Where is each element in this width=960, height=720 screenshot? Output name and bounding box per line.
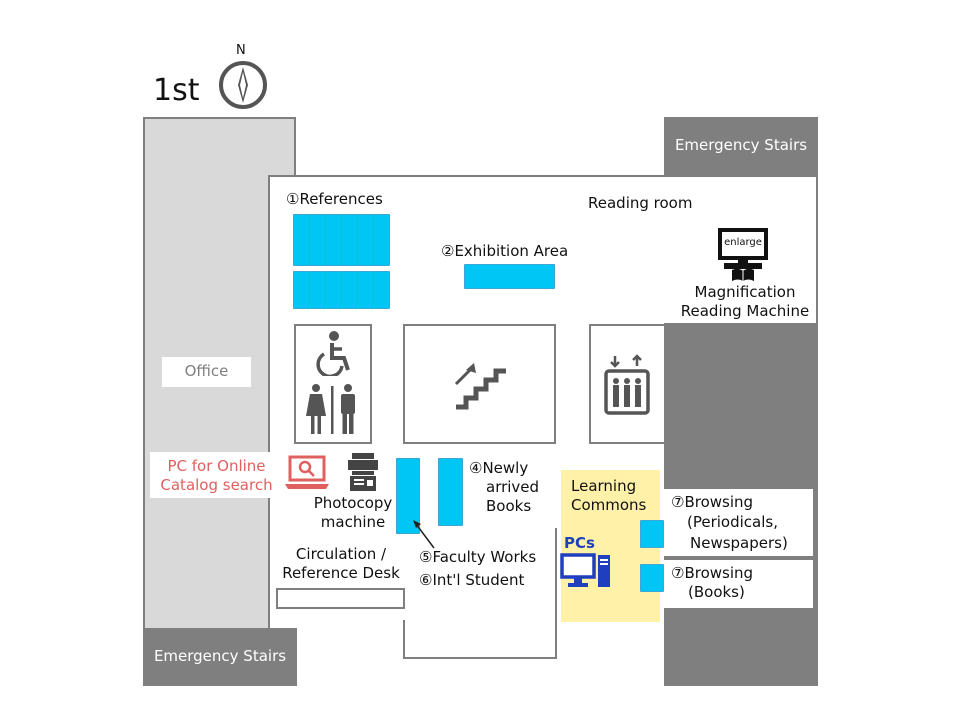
learning-commons-label-line2: Commons <box>571 496 647 514</box>
references-shelf <box>357 271 374 309</box>
browsing-books-line1: ⑦Browsing <box>671 564 754 582</box>
references-label: ①References <box>286 190 383 208</box>
opac-label-bg <box>150 452 283 498</box>
intl-student-label: ⑥Int'l Student <box>419 571 525 589</box>
exhibition-label: ②Exhibition Area <box>441 242 569 260</box>
newly-arrived-shelf <box>438 458 463 526</box>
browsing-periodicals-line3: Newspapers) <box>690 534 788 552</box>
magnifier-screen-label: enlarge <box>724 237 762 248</box>
newly-label-line2: arrived <box>486 478 540 496</box>
learning-commons-divider <box>555 528 557 625</box>
browsing-periodicals-shelf <box>640 520 664 548</box>
emergency-stairs-top-label: Emergency Stairs <box>674 136 808 154</box>
circulation-label-line2: Reference Desk <box>282 564 400 582</box>
references-shelf <box>293 271 310 309</box>
faculty-works-label: ⑤Faculty Works <box>419 548 537 566</box>
opac-label-line1: PC for Online <box>167 457 266 475</box>
laptop-search-icon <box>285 455 329 489</box>
south-annex <box>403 620 557 659</box>
magnifier-reader-icon <box>718 228 768 281</box>
opac-label-line2: Catalog search <box>160 476 273 494</box>
learning-commons-label-line1: Learning <box>571 477 637 495</box>
floor-label: 1st <box>153 73 200 108</box>
office-room <box>162 357 251 387</box>
references-shelf <box>293 214 310 266</box>
magnification-label-line2: Reading Machine <box>680 302 810 320</box>
circulation-desk <box>276 588 405 609</box>
references-shelf <box>309 214 326 266</box>
references-shelf <box>373 271 390 309</box>
exhibition-shelf <box>464 264 555 289</box>
references-shelf <box>309 271 326 309</box>
restroom-icon <box>306 384 355 434</box>
references-shelf <box>341 214 358 266</box>
references-shelf <box>325 214 342 266</box>
emergency-stairs-bottom-label: Emergency Stairs <box>153 647 287 665</box>
newly-label-line1: ④Newly <box>469 459 529 477</box>
faculty-works-shelf <box>396 458 420 534</box>
browsing-periodicals-line1: ⑦Browsing <box>671 493 754 511</box>
references-shelf <box>357 214 374 266</box>
browsing-books-area <box>664 560 813 608</box>
staircase-room <box>403 324 556 444</box>
browsing-books-shelf <box>640 564 664 592</box>
pointer-arrow <box>413 520 435 549</box>
photocopy-label-line2: machine <box>320 513 386 531</box>
elevator-icon <box>604 354 650 415</box>
north-label: N <box>236 43 246 58</box>
references-shelf <box>325 271 342 309</box>
office-label: Office <box>184 362 229 380</box>
circulation-label-line1: Circulation / <box>295 545 387 563</box>
browsing-books-line2: (Books) <box>688 583 745 601</box>
browsing-periodicals-line2: (Periodicals, <box>687 513 778 531</box>
emergency-stairs-bottom <box>143 628 297 686</box>
references-shelf <box>373 214 390 266</box>
reading-room-label: Reading room <box>588 194 693 212</box>
elevator-room <box>589 324 666 444</box>
photocopy-label-line1: Photocopy <box>313 494 393 512</box>
desktop-pc-icon <box>560 553 610 587</box>
newly-label-line3: Books <box>486 497 532 515</box>
photocopier-icon <box>348 453 378 491</box>
references-shelf <box>341 271 358 309</box>
magnification-label-line1: Magnification <box>694 283 796 301</box>
staircase-icon <box>454 363 506 410</box>
compass-icon <box>219 61 267 109</box>
wheelchair-icon <box>316 331 350 376</box>
pcs-label: PCs <box>564 534 595 552</box>
browsing-periodicals-area <box>664 489 813 556</box>
